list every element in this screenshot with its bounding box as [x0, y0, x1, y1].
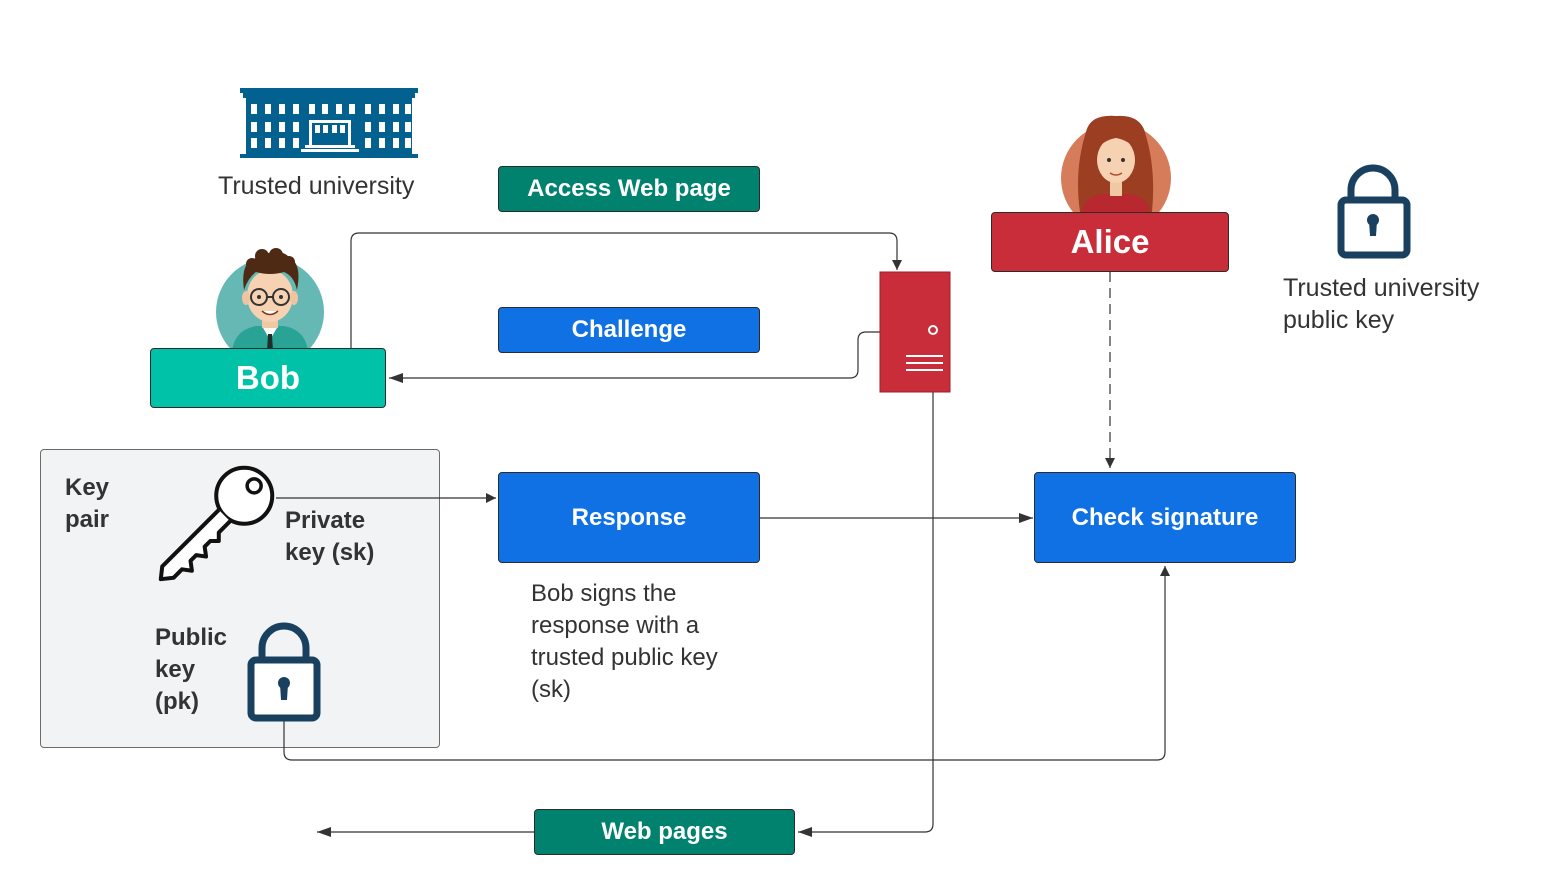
key-pair-title-line-1: Key: [65, 474, 110, 501]
building-window: [265, 104, 271, 114]
alice-avatar: [1061, 115, 1171, 233]
building-window: [405, 104, 411, 114]
note-line-1: Bob signs the: [531, 580, 677, 607]
building-window: [379, 104, 385, 114]
building-window: [349, 104, 355, 114]
building-window: [279, 122, 285, 132]
public-key-line-3: (pk): [155, 688, 199, 715]
building-window: [379, 138, 385, 148]
building-window: [379, 122, 385, 132]
padlock-icon: [1337, 164, 1411, 259]
response-note: Bob signs the response with a trusted pu…: [531, 578, 718, 706]
building-window: [251, 104, 257, 114]
private-key-line-1: Private: [285, 507, 366, 534]
building-window: [405, 138, 411, 148]
trusted-pk-line-2: public key: [1283, 306, 1395, 334]
building-window: [293, 122, 299, 132]
challenge-message: Challenge: [498, 307, 760, 353]
building-window: [251, 122, 257, 132]
trusted-pk-line-1: Trusted university: [1283, 274, 1480, 302]
building-window: [393, 138, 399, 148]
building-window: [336, 104, 342, 114]
server-icon: [879, 271, 951, 393]
building-window: [279, 104, 285, 114]
building-window: [251, 138, 257, 148]
access-connector: [350, 232, 902, 349]
building-window: [265, 138, 271, 148]
building-window: [393, 104, 399, 114]
building-window: [393, 122, 399, 132]
bob-box: Bob: [150, 348, 386, 408]
building-window: [365, 122, 371, 132]
access-web-page-message: Access Web page: [498, 166, 760, 212]
note-line-3: trusted public key: [531, 644, 718, 671]
building-window: [365, 104, 371, 114]
building-window: [293, 104, 299, 114]
response-message: Response: [498, 472, 760, 563]
university-building-icon: [240, 88, 418, 158]
public-key-padlock-icon: [247, 622, 321, 722]
building-window: [293, 138, 299, 148]
private-key-line-2: key (sk): [285, 539, 375, 566]
private-key-label: Private key (sk): [285, 505, 374, 569]
building-window: [322, 104, 328, 114]
public-key-label: Public key (pk): [155, 622, 227, 718]
note-line-4: (sk): [531, 676, 571, 703]
building-window: [405, 122, 411, 132]
public-key-line-1: Public: [155, 624, 228, 651]
note-line-2: response with a: [531, 612, 700, 639]
server-web-connector: [798, 392, 934, 837]
bob-avatar: [216, 248, 324, 366]
private-key-icon: [158, 465, 275, 582]
web-pages-message: Web pages: [534, 809, 795, 855]
university-label: Trusted university: [218, 172, 415, 200]
trusted-public-key-label: Trusted university public key: [1283, 272, 1479, 336]
building-window: [309, 104, 315, 114]
key-pair-title: Key pair: [65, 472, 109, 536]
public-key-connector: [283, 566, 1170, 761]
challenge-connector: [389, 331, 880, 383]
key-pair-title-line-2: pair: [65, 506, 110, 533]
alice-box: Alice: [991, 212, 1229, 272]
building-window: [279, 138, 285, 148]
public-key-line-2: key: [155, 656, 196, 683]
building-window: [265, 122, 271, 132]
building-window: [365, 138, 371, 148]
check-signature-box: Check signature: [1034, 472, 1296, 563]
